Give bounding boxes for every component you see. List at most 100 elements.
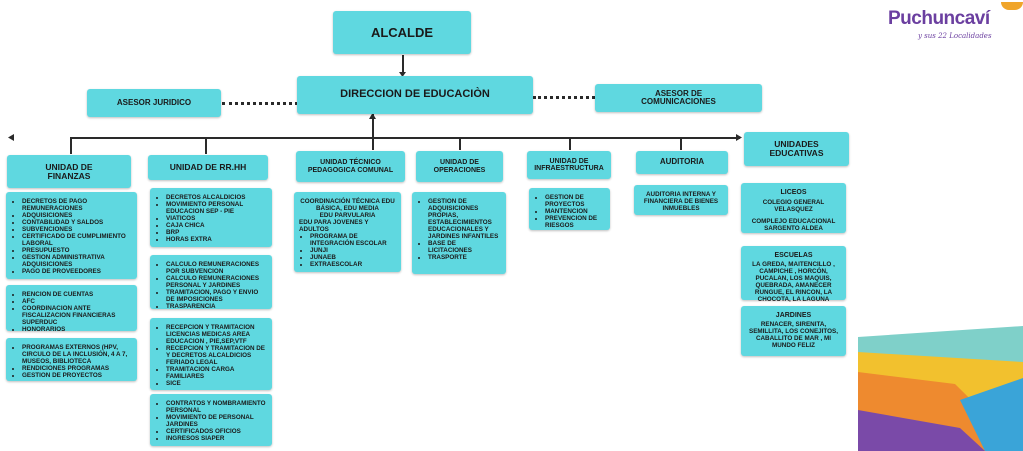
list-item: PAGO DE PROVEEDORES xyxy=(22,268,132,275)
list-item: TRASPORTE xyxy=(428,254,501,261)
liceos-box: LICEOS COLEGIO GENERAL VELASQUEZ COMPLEJ… xyxy=(741,183,846,233)
unidad-infraestructura-label: UNIDAD DE INFRAESTRUCTURA xyxy=(534,157,604,172)
alcalde-box: ALCALDE xyxy=(333,11,471,54)
finanzas-list-1: DECRETOS DE PAGO REMUNERACIONES ADQUISIC… xyxy=(6,192,137,279)
connector-direccion-main xyxy=(372,114,374,138)
unidades-educativas-box: UNIDADES EDUCATIVAS xyxy=(744,132,849,166)
unidad-tecnico-box: UNIDAD TÉCNICO PEDAGOGICA COMUNAL xyxy=(296,151,405,182)
tecnico-intro-2: EDU PARVULARIA xyxy=(319,212,376,220)
unidad-finanzas-box: UNIDAD DE FINANZAS xyxy=(7,155,131,188)
liceos-item: COLEGIO GENERAL VELASQUEZ xyxy=(762,198,825,213)
drop-rrhh xyxy=(205,137,207,154)
unidad-operaciones-label: UNIDAD DE OPERACIONES xyxy=(433,159,486,174)
tecnico-intro-3: EDU PARA JOVENES Y ADULTOS xyxy=(299,219,369,234)
unidad-operaciones-box: UNIDAD DE OPERACIONES xyxy=(416,151,503,182)
list-item: GESTION DE PROYECTOS xyxy=(22,372,132,379)
asesor-comunicaciones-box: ASESOR DE COMUNICACIONES xyxy=(595,84,762,112)
arrow-main-up xyxy=(369,113,376,119)
list-item: BRP xyxy=(166,229,267,236)
operaciones-list: GESTION DE ADQUISICIONES PROPIAS, ESTABL… xyxy=(412,192,506,274)
drop-tecnico xyxy=(372,137,374,150)
auditoria-label: AUDITORIA xyxy=(659,157,705,167)
list-item: CONTRATOS Y NOMBRAMIENTO PERSONAL xyxy=(166,400,267,414)
drop-infraestructura xyxy=(569,137,571,150)
arrow-alcalde-direccion xyxy=(399,72,406,77)
list-item: JUNAEB xyxy=(310,254,396,261)
list-item: CALCULO REMUNERACIONES POR SUBVENCION xyxy=(166,261,267,275)
list-item: RENCION DE CUENTAS xyxy=(22,291,132,298)
unidad-rrhh-box: UNIDAD DE RR.HH xyxy=(148,155,268,180)
list-item: RENDICIONES PROGRAMAS xyxy=(22,365,132,372)
escuelas-title: ESCUELAS xyxy=(774,252,813,259)
alcalde-label: ALCALDE xyxy=(370,24,434,40)
list-item: SICE xyxy=(166,380,267,387)
logo-tagline: y sus 22 Localidades xyxy=(918,32,992,40)
asesor-comunicaciones-label: ASESOR DE COMUNICACIONES xyxy=(641,88,716,106)
rrhh-list-2: CALCULO REMUNERACIONES POR SUBVENCION CA… xyxy=(150,255,272,310)
rrhh-list-1: DECRETOS ALCALDICIOS MOVIMIENTO PERSONAL… xyxy=(150,188,272,247)
list-item: CAJA CHICA xyxy=(166,222,267,229)
tecnico-list: COORDINACIÓN TÉCNICA EDU BÁSICA, EDU MED… xyxy=(294,192,401,272)
auditoria-text: AUDITORIA INTERNA Y FINANCIERA DE BIENES… xyxy=(643,191,719,213)
finanzas-list-2: RENCION DE CUENTAS AFC COORDINACION ANTE… xyxy=(6,285,137,333)
list-item: HONORARIOS xyxy=(22,326,132,333)
drop-finanzas xyxy=(70,137,72,154)
jardines-text: RENACER, SIRENITA, SEMILLITA, LOS CONEJI… xyxy=(749,320,838,349)
infraestructura-list: GESTION DE PROYECTOS MANTENCION PREVENCI… xyxy=(529,188,610,230)
list-item: INGRESOS SIAPER xyxy=(166,435,267,442)
escuelas-text: LA GREDA, MAITENCILLO , CAMPICHE , HORCÓ… xyxy=(752,260,835,304)
list-item: RECEPCION Y TRAMITACION LICENCIAS MEDICA… xyxy=(166,324,267,345)
list-item: JUNJI xyxy=(310,247,396,254)
unidad-rrhh-label: UNIDAD DE RR.HH xyxy=(169,162,247,173)
list-item: PROGRAMA DE INTEGRACIÓN ESCOLAR xyxy=(310,233,396,247)
list-item: MANTENCION xyxy=(545,208,605,215)
list-item: TRASPARENCIA xyxy=(166,303,267,310)
list-item: TRAMITACION CARGA FAMILIARES xyxy=(166,366,267,380)
unidades-educativas-label: UNIDADES EDUCATIVAS xyxy=(769,139,824,158)
list-item: DECRETOS ALCALDICIOS xyxy=(166,194,267,201)
list-item: EXTRAESCOLAR xyxy=(310,261,396,268)
liceos-item: COMPLEJO EDUCACIONAL SARGENTO ALDEA xyxy=(751,217,836,232)
direccion-box: DIRECCION DE EDUCACIÒN xyxy=(297,76,533,114)
arrow-left-end xyxy=(8,134,14,141)
list-item: ADQUISICIONES xyxy=(22,212,132,219)
finanzas-list-3: PROGRAMAS EXTERNOS (HPV, CIRCULO DE LA I… xyxy=(6,338,137,381)
list-item: GESTION DE PROYECTOS xyxy=(545,194,605,208)
list-item: VIATICOS xyxy=(166,215,267,222)
list-item: RECEPCION Y TRAMITACION DE Y DECRETOS AL… xyxy=(166,345,267,366)
unidad-infraestructura-box: UNIDAD DE INFRAESTRUCTURA xyxy=(527,151,611,179)
logo-sun-icon xyxy=(1001,2,1023,10)
list-item: BASE DE LICITACIONES xyxy=(428,240,501,254)
list-item: CERTIFICADOS OFICIOS xyxy=(166,428,267,435)
escuelas-box: ESCUELAS LA GREDA, MAITENCILLO , CAMPICH… xyxy=(741,246,846,304)
list-item: MOVIMIENTO DE PERSONAL JARDINES xyxy=(166,414,267,428)
connector-alcalde-direccion xyxy=(402,55,404,75)
list-item: CONTABILIDAD Y SALDOS xyxy=(22,219,132,226)
list-item: HORAS EXTRA xyxy=(166,236,267,243)
asesor-juridico-box: ASESOR JURIDICO xyxy=(87,89,221,117)
rrhh-list-3: RECEPCION Y TRAMITACION LICENCIAS MEDICA… xyxy=(150,318,272,390)
corner-blue xyxy=(960,378,1023,451)
unidad-finanzas-label: UNIDAD DE FINANZAS xyxy=(45,161,93,181)
list-item: COORDINACION ANTE FISCALIZACION FINANCIE… xyxy=(22,305,132,326)
asesor-juridico-label: ASESOR JURIDICO xyxy=(116,97,192,107)
arrow-educativas xyxy=(736,134,742,141)
logo-name: Puchuncaví xyxy=(888,8,990,29)
dotted-connector-comunicaciones xyxy=(533,96,595,99)
main-horizontal-line xyxy=(70,137,740,139)
list-item: CERTIFICADO DE CUMPLIMIENTO LABORAL xyxy=(22,233,132,247)
auditoria-list: AUDITORIA INTERNA Y FINANCIERA DE BIENES… xyxy=(634,185,728,215)
list-item: DECRETOS DE PAGO REMUNERACIONES xyxy=(22,198,132,212)
drop-auditoria xyxy=(680,137,682,150)
list-item: PRESUPUESTO xyxy=(22,247,132,254)
list-item: TRAMITACION, PAGO Y ENVIO DE IMPOSICIONE… xyxy=(166,289,267,303)
list-item: PREVENCION DE RIESGOS xyxy=(545,215,605,229)
rrhh-list-4: CONTRATOS Y NOMBRAMIENTO PERSONAL MOVIMI… xyxy=(150,394,272,446)
drop-operaciones xyxy=(459,137,461,150)
list-item: MOVIMIENTO PERSONAL EDUCACION SEP - PIE xyxy=(166,201,267,215)
municipal-logo: Puchuncaví y sus 22 Localidades xyxy=(888,2,1023,48)
unidad-tecnico-label: UNIDAD TÉCNICO PEDAGOGICA COMUNAL xyxy=(307,159,394,174)
dotted-connector-juridico xyxy=(222,102,298,105)
